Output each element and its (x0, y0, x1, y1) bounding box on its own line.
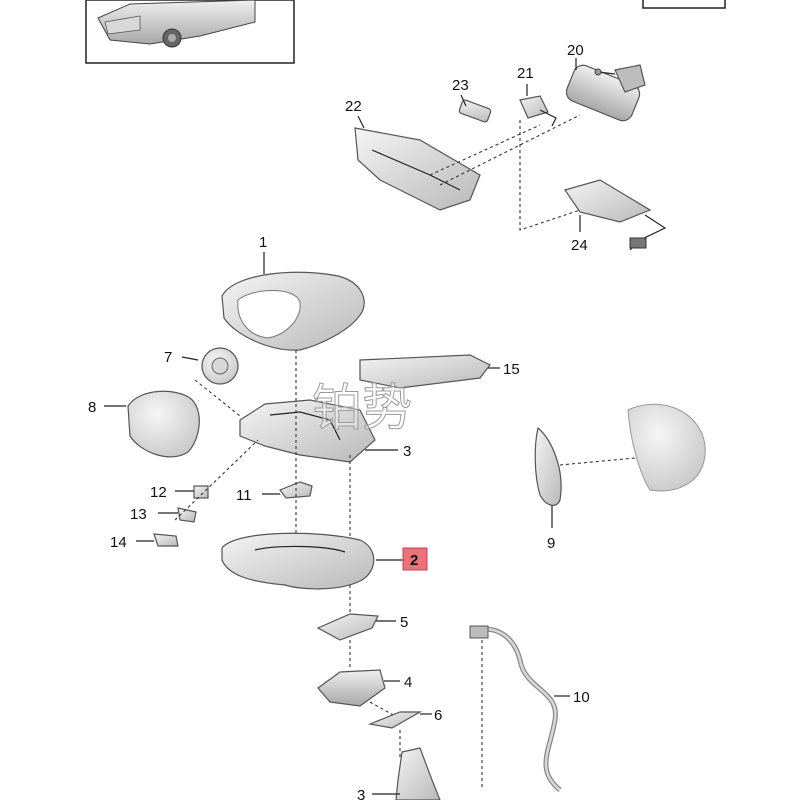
callout-14: 14 (110, 534, 127, 551)
part-1-housing-frame (221, 252, 365, 351)
part-12-clip (175, 485, 209, 499)
callout-3-upper: 3 (403, 443, 411, 460)
callout-15: 15 (503, 361, 520, 378)
part-10-wiring-harness (469, 625, 570, 792)
callout-10: 10 (573, 689, 590, 706)
part-3-lower-base (372, 747, 441, 800)
callout-23: 23 (452, 77, 469, 94)
part-9-turn-indicator (534, 403, 706, 528)
part-21-sensor (519, 84, 557, 127)
part-13-screw (158, 507, 197, 523)
callout-7: 7 (164, 349, 172, 366)
callout-12: 12 (150, 484, 167, 501)
callout-6: 6 (434, 707, 442, 724)
callout-8: 8 (88, 399, 96, 416)
callout-11: 11 (236, 487, 252, 504)
vehicle-inset (85, 0, 295, 64)
part-11-small-bracket (262, 481, 313, 499)
callout-5: 5 (400, 614, 408, 631)
watermark: 铂势 (312, 379, 412, 437)
part-5-trim-ring (316, 613, 396, 641)
callout-1: 1 (259, 234, 267, 251)
callout-2: 2 (410, 552, 418, 569)
part-7-adjust-motor (181, 347, 239, 385)
callout-20: 20 (567, 42, 584, 59)
view-indicator-box (642, 0, 726, 9)
callout-21: 21 (517, 65, 534, 82)
part-14-bracket (136, 533, 179, 547)
callout-22: 22 (345, 98, 362, 115)
assembly-axis (295, 350, 483, 790)
callout-4: 4 (404, 674, 412, 691)
callout-13: 13 (130, 506, 147, 523)
left-assembly-link (174, 379, 259, 521)
part-4-base-cap (317, 669, 400, 707)
callout-3-lower: 3 (357, 787, 365, 800)
callout-9: 9 (547, 535, 555, 552)
part-8-mirror-glass (104, 390, 200, 458)
top-group-links (429, 114, 581, 231)
part-20-interior-mirror (565, 58, 646, 122)
part-23-connector (458, 94, 492, 123)
part-6-seal-strip (367, 711, 432, 729)
part-3-base-frame (239, 399, 398, 463)
part-15-support-bracket (359, 354, 500, 389)
callout-24: 24 (571, 237, 588, 254)
callout-2-highlight (402, 547, 428, 571)
part-22-base-cover (354, 115, 481, 211)
part-2-lower-housing (221, 532, 403, 590)
part-24-mirror-mount (564, 179, 667, 251)
